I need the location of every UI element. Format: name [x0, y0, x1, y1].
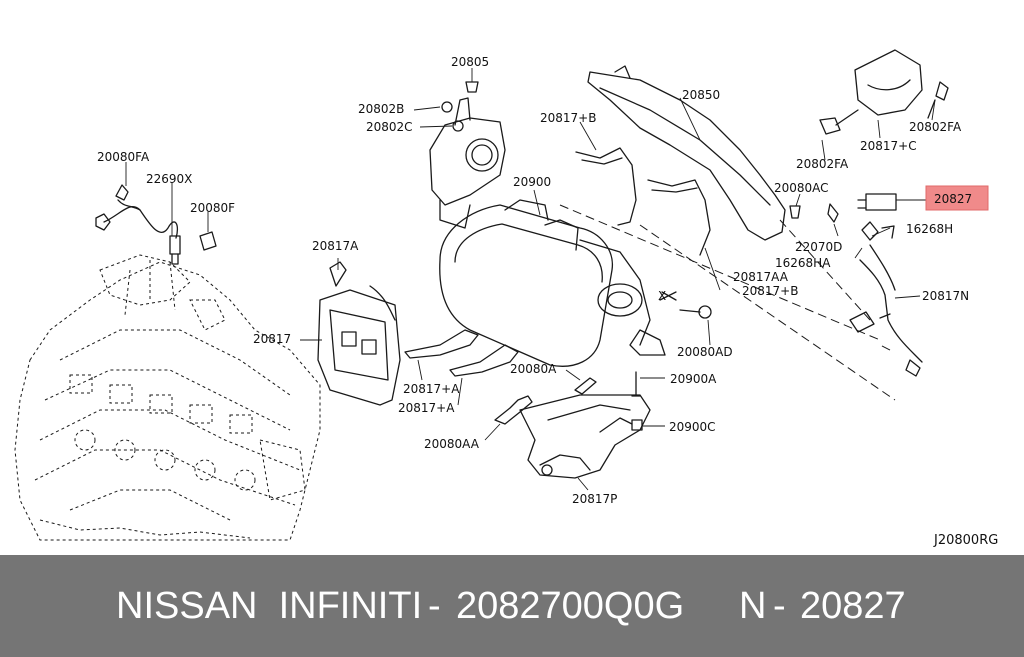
label-20802c: 20802C	[366, 120, 413, 134]
label-20802b: 20802B	[358, 102, 404, 116]
separator-1: -	[428, 584, 441, 627]
label-20900c: 20900C	[669, 420, 716, 434]
separator-2: -	[773, 584, 786, 627]
label-20900: 20900	[513, 175, 551, 189]
label-20805: 20805	[451, 55, 489, 69]
highlight-20827	[925, 185, 989, 211]
label-16268h: 16268H	[906, 222, 953, 236]
label-20817: 20817	[253, 332, 291, 346]
brand-text: NISSAN INFINITI	[116, 584, 423, 627]
diagram-letter: N	[739, 584, 767, 627]
manifold-flange	[413, 68, 506, 229]
label-20080fa: 20080FA	[97, 150, 150, 164]
reference-line	[559, 204, 896, 401]
label-20817p: 20817P	[572, 492, 617, 506]
label-20817a: 20817A	[312, 239, 359, 253]
label-20080ac: 20080AC	[774, 181, 829, 195]
bracket-20817	[300, 258, 401, 406]
bolt-20080ac	[789, 193, 801, 219]
parts-diagram: 20805 20802B 20802C 20817+B 20850 20900 …	[14, 49, 998, 548]
part-number: 2082700Q0G	[456, 584, 685, 627]
label-20817-plus-b-1: 20817+B	[540, 111, 596, 125]
label-20080aa: 20080AA	[424, 437, 480, 451]
label-20817-plus-a-2: 20817+A	[398, 401, 455, 415]
label-20080f: 20080F	[190, 201, 235, 215]
label-20817n: 20817N	[922, 289, 969, 303]
reference-number: 20827	[800, 584, 906, 627]
label-20817-plus-a-1: 20817+A	[403, 382, 460, 396]
part-number-footer: NISSAN INFINITI - 2082700Q0G N - 20827	[0, 555, 1024, 657]
label-20817aa: 20817AA	[733, 270, 789, 284]
engine-block-outline	[14, 254, 321, 541]
label-20817-plus-c: 20817+C	[860, 139, 917, 153]
label-20080ad: 20080AD	[677, 345, 733, 359]
nut-20900c	[631, 419, 665, 431]
catalytic-converter	[439, 189, 712, 367]
label-20802fa-2: 20802FA	[796, 157, 849, 171]
callout-labels: 20805 20802B 20802C 20817+B 20850 20900 …	[97, 55, 998, 548]
label-20827: 20827	[934, 192, 972, 206]
bracket-20817-plus-b	[575, 121, 721, 291]
pressure-sensor-20827	[857, 193, 926, 211]
label-22690x: 22690X	[146, 172, 192, 186]
lower-bracket-20817p	[519, 394, 651, 491]
stud-20900a	[631, 371, 665, 397]
label-20900a: 20900A	[670, 372, 717, 386]
sensor-hose-assembly	[827, 203, 923, 377]
label-20080a: 20080A	[510, 362, 557, 376]
label-20817-plus-b-2: 20817+B	[742, 284, 798, 298]
bolt-20080a	[565, 369, 597, 395]
label-16268ha: 16268HA	[775, 256, 831, 270]
label-x: X	[658, 289, 666, 303]
upper-right-shield	[819, 49, 949, 161]
label-20850: 20850	[682, 88, 720, 102]
diagram-code: J20800RG	[933, 533, 998, 548]
upper-heat-shield	[587, 65, 786, 241]
clamps-20817-plus-a	[404, 329, 519, 406]
label-20802fa-1: 20802FA	[909, 120, 962, 134]
oxygen-sensor-harness	[95, 162, 217, 265]
bolt-20080aa	[484, 395, 533, 441]
label-22070d: 22070D	[795, 240, 842, 254]
